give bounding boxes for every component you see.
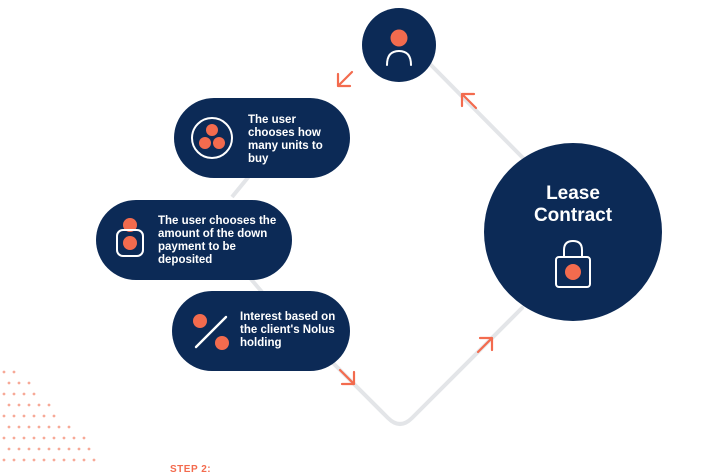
step-deposit-pill: The user chooses the amount of the down …: [96, 200, 292, 280]
step-label: STEP 2:: [170, 464, 212, 475]
dot: [32, 436, 36, 440]
dot: [32, 458, 36, 462]
dot-pattern-decoration: [2, 370, 96, 462]
step-units-text: The user chooses how many units to buy: [248, 114, 323, 165]
dot: [72, 436, 76, 440]
dot: [2, 370, 6, 374]
user-node: [362, 8, 436, 82]
dot: [22, 458, 26, 462]
arrow-down-right-icon: [338, 368, 356, 386]
dot: [27, 381, 31, 385]
dot: [32, 392, 36, 396]
dot: [52, 436, 56, 440]
dot: [92, 458, 96, 462]
dot: [27, 447, 31, 451]
dot: [62, 458, 66, 462]
dot: [2, 436, 6, 440]
dot: [42, 436, 46, 440]
dot: [12, 370, 16, 374]
dot: [87, 447, 91, 451]
dot: [47, 425, 51, 429]
lease-contract-node: Lease Contract: [484, 143, 662, 321]
dot: [42, 458, 46, 462]
dot: [12, 392, 16, 396]
dot: [42, 414, 46, 418]
dot: [12, 458, 16, 462]
dot: [7, 425, 11, 429]
step-interest-pill: Interest based on the client's Nolus hol…: [172, 291, 350, 371]
dot: [7, 403, 11, 407]
dot: [17, 447, 21, 451]
dot: [57, 447, 61, 451]
arrow-up-left-icon: [460, 92, 478, 110]
step-interest-text: Interest based on the client's Nolus hol…: [240, 311, 336, 349]
arrow-up-right-icon: [476, 336, 494, 354]
dot: [57, 425, 61, 429]
dot: [7, 447, 11, 451]
dot: [82, 458, 86, 462]
dot: [67, 447, 71, 451]
dot: [72, 458, 76, 462]
connector-lease-to-bottom: [328, 306, 524, 426]
dot: [17, 403, 21, 407]
dot: [17, 381, 21, 385]
dot: [2, 458, 6, 462]
dot: [12, 436, 16, 440]
three-dots-icon: [191, 117, 233, 159]
dot: [67, 425, 71, 429]
connector-step1-to-step2: [230, 173, 252, 199]
dot: [27, 425, 31, 429]
dot: [52, 414, 56, 418]
dot: [12, 414, 16, 418]
deposit-box-icon: [116, 218, 144, 257]
dot: [2, 392, 6, 396]
dot: [17, 425, 21, 429]
user-icon: [386, 29, 412, 66]
dot: [27, 403, 31, 407]
dot: [62, 436, 66, 440]
arrow-down-left-icon: [336, 70, 354, 88]
step-deposit-text: The user chooses the amount of the down …: [158, 215, 277, 266]
percent-icon: [193, 314, 229, 350]
dot: [37, 403, 41, 407]
dot: [37, 447, 41, 451]
dot: [37, 425, 41, 429]
step-units-pill: The user chooses how many units to buy: [174, 98, 350, 178]
dot: [52, 458, 56, 462]
dot: [77, 447, 81, 451]
dot: [47, 447, 51, 451]
dot: [7, 381, 11, 385]
dot: [47, 403, 51, 407]
connector-step2-to-step3: [248, 276, 264, 294]
dot: [82, 436, 86, 440]
dot: [22, 414, 26, 418]
dot: [22, 436, 26, 440]
dot: [2, 414, 6, 418]
connector-user-to-lease: [428, 62, 527, 162]
dot: [32, 414, 36, 418]
lease-title-line1: Lease: [546, 183, 600, 204]
lock-icon: [555, 239, 591, 288]
lease-title-line2: Contract: [533, 205, 613, 226]
dot: [22, 392, 26, 396]
